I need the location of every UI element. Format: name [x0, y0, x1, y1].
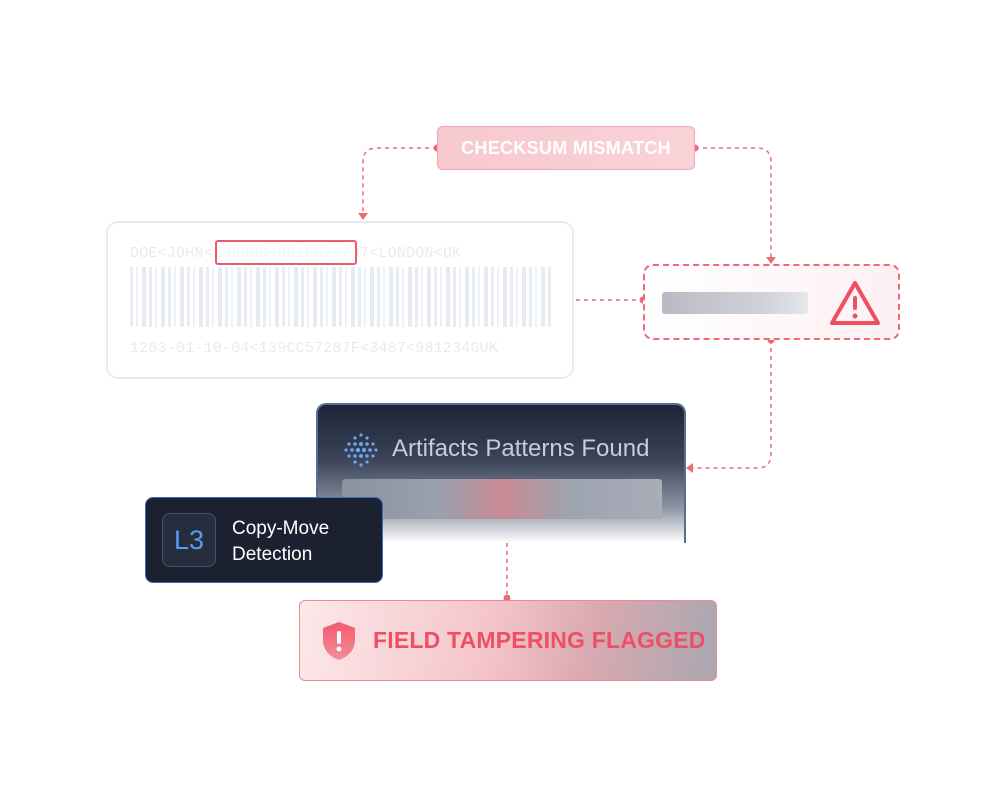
checksum-mismatch-text: CHECKSUM MISMATCH [461, 137, 671, 158]
copy-move-detection-card: L3 Copy-Move Detection [145, 497, 383, 583]
field-tampering-text: FIELD TAMPERING FLAGGED [373, 627, 706, 653]
connector-checksum-to-mrz [362, 147, 437, 214]
redacted-value-bar [662, 292, 808, 314]
connector-warning-to-artifacts [692, 340, 772, 469]
mrz-line-2: 1283-01-10-04<139CC57287F<3487<981234GUK [130, 340, 499, 357]
arrow-head [766, 257, 776, 264]
warning-box [643, 264, 900, 340]
artifacts-title: Artifacts Patterns Found [392, 435, 650, 462]
detection-label-line-1: Copy-Move [232, 518, 330, 539]
artifact-heat-bar [342, 479, 662, 519]
connector-checksum-to-warning [695, 147, 772, 258]
arrow-head [686, 463, 693, 473]
field-tampering-banner: FIELD TAMPERING FLAGGED [299, 600, 717, 681]
level-badge: L3 [162, 513, 216, 567]
detection-label: Copy-Move Detection [232, 516, 329, 568]
passport-mrz-card: DOE<JOHN<19800D<981652<707<LONDON<UK 128… [106, 221, 574, 379]
dot-matrix-icon [344, 433, 378, 467]
shield-alert-icon [323, 622, 355, 660]
mrz-barcode [130, 267, 554, 327]
mrz-highlight-box [215, 240, 357, 265]
detection-label-line-2: Detection [232, 544, 313, 565]
level-badge-text: L3 [173, 524, 205, 555]
warning-triangle-icon [830, 281, 880, 325]
checksum-mismatch-label: CHECKSUM MISMATCH [437, 126, 695, 170]
arrow-head [358, 213, 368, 220]
